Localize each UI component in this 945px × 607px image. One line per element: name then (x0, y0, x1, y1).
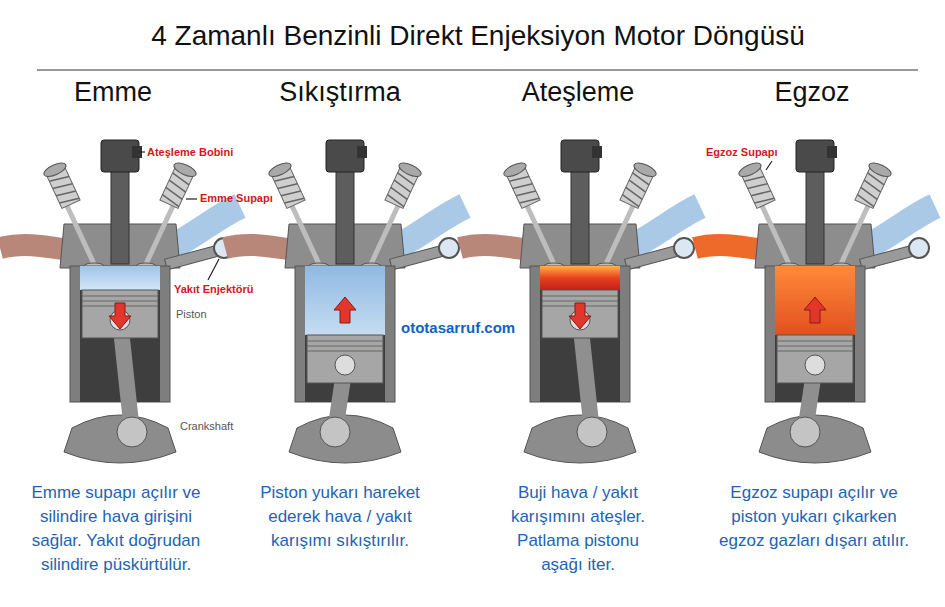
combustion-chamber (80, 266, 160, 290)
piston (307, 335, 383, 383)
piston (777, 335, 853, 383)
stroke-heading: Emme (3, 76, 223, 108)
stroke-description: Emme supapı açılır ve silindire hava gir… (16, 481, 216, 577)
engine-head (695, 140, 935, 270)
engine-head (460, 140, 700, 270)
crank-pin (320, 417, 350, 447)
stroke-heading: Egzoz (702, 76, 922, 108)
crank-pin (117, 417, 147, 447)
engine (225, 140, 465, 463)
stroke-description: Piston yukarı hareket ederek hava / yakı… (258, 481, 423, 553)
engine-head (225, 140, 465, 270)
motion-arrow (569, 303, 591, 329)
diagram-title: 4 Zamanlı Benzinli Direkt Enjeksiyon Mot… (28, 19, 928, 53)
crankshaft (289, 415, 401, 463)
part-label: Egzoz Supapı (706, 146, 778, 159)
part-label: Ateşleme Bobini (147, 146, 233, 159)
cylinder-bore (305, 266, 385, 402)
cylinder-block (295, 266, 395, 402)
piston (542, 290, 618, 338)
part-label: Piston (176, 308, 207, 321)
crankshaft (759, 415, 871, 463)
part-label: Emme Supapı (200, 192, 273, 205)
crankshaft (64, 415, 176, 463)
engine (0, 140, 240, 463)
piston-pin (805, 355, 825, 375)
motion-arrow (334, 297, 356, 323)
stroke-description: Egzoz supapı açılır ve piston yukarı çık… (717, 481, 912, 553)
engine-head (0, 140, 240, 270)
motion-arrow (109, 303, 131, 329)
watermark: ototasarruf.com (401, 318, 515, 338)
combustion-chamber (775, 266, 855, 335)
crank-pin (790, 417, 820, 447)
crankshaft (524, 415, 636, 463)
part-label: Yakıt Enjektörü (174, 283, 253, 296)
engine (460, 140, 700, 463)
part-label: Crankshaft (180, 420, 233, 433)
leader-line (208, 259, 219, 280)
leader-line (140, 151, 145, 152)
motion-arrow (804, 297, 826, 323)
stroke-heading: Sıkıştırma (230, 76, 450, 108)
piston-pin (335, 355, 355, 375)
piston (82, 290, 158, 338)
combustion-chamber (540, 266, 620, 290)
piston-rings (777, 341, 853, 351)
leader-line (186, 198, 197, 199)
stroke-description: Buji hava / yakıt karışımını ateşler. Pa… (496, 481, 661, 577)
crank-pin (577, 417, 607, 447)
cylinder-block (765, 266, 865, 402)
combustion-chamber (305, 266, 385, 335)
leader-line (766, 161, 772, 170)
cylinder-bore (775, 266, 855, 402)
piston-rings (307, 341, 383, 351)
stroke-heading: Ateşleme (468, 76, 688, 108)
title-rule (37, 70, 918, 71)
engine (695, 140, 935, 463)
